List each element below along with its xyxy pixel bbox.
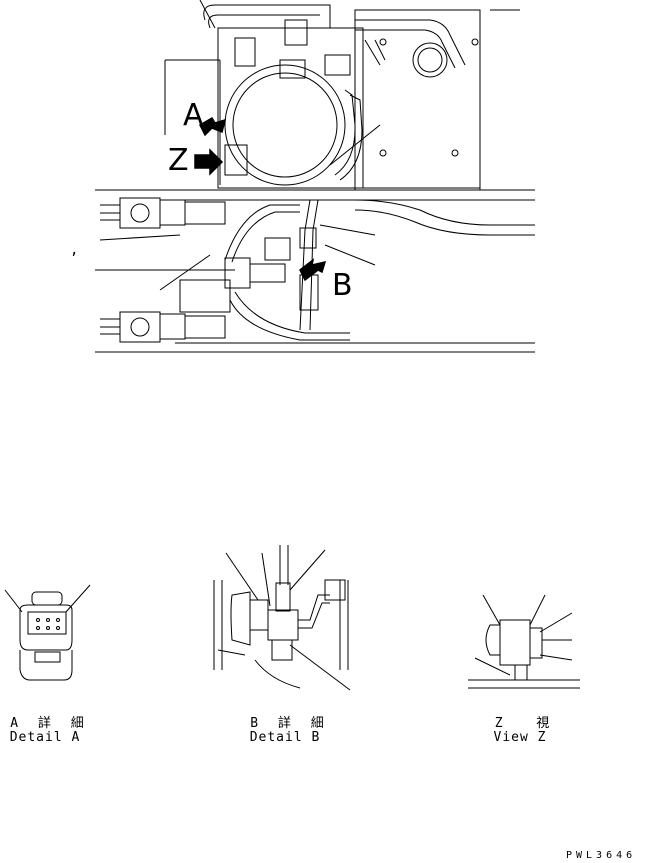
detail-a-caption-en: Detail A <box>9 730 81 745</box>
detail-b-caption-en: Detail B <box>249 730 321 745</box>
drawing-number: PWL3646 <box>566 850 637 861</box>
view-arrow-z-label: Z <box>168 143 189 178</box>
cylinder-bottom <box>100 311 226 343</box>
view-z-caption-en: View Z <box>493 730 547 745</box>
cylinder-top <box>100 197 226 229</box>
view-z-caption-jp: Z 視 <box>494 716 556 731</box>
stray-mark: , <box>70 242 79 258</box>
view-arrow-a-label: A <box>183 98 204 133</box>
main-view <box>95 0 535 353</box>
detail-b-drawing <box>213 545 351 691</box>
detail-a-caption-jp: A 詳 細 <box>10 716 90 731</box>
reel-outer <box>224 64 346 186</box>
view-arrow-b-label: B <box>332 268 353 303</box>
view-z-drawing <box>468 594 580 689</box>
detail-b-caption-jp: B 詳 細 <box>250 716 330 731</box>
detail-a-drawing <box>4 584 91 681</box>
